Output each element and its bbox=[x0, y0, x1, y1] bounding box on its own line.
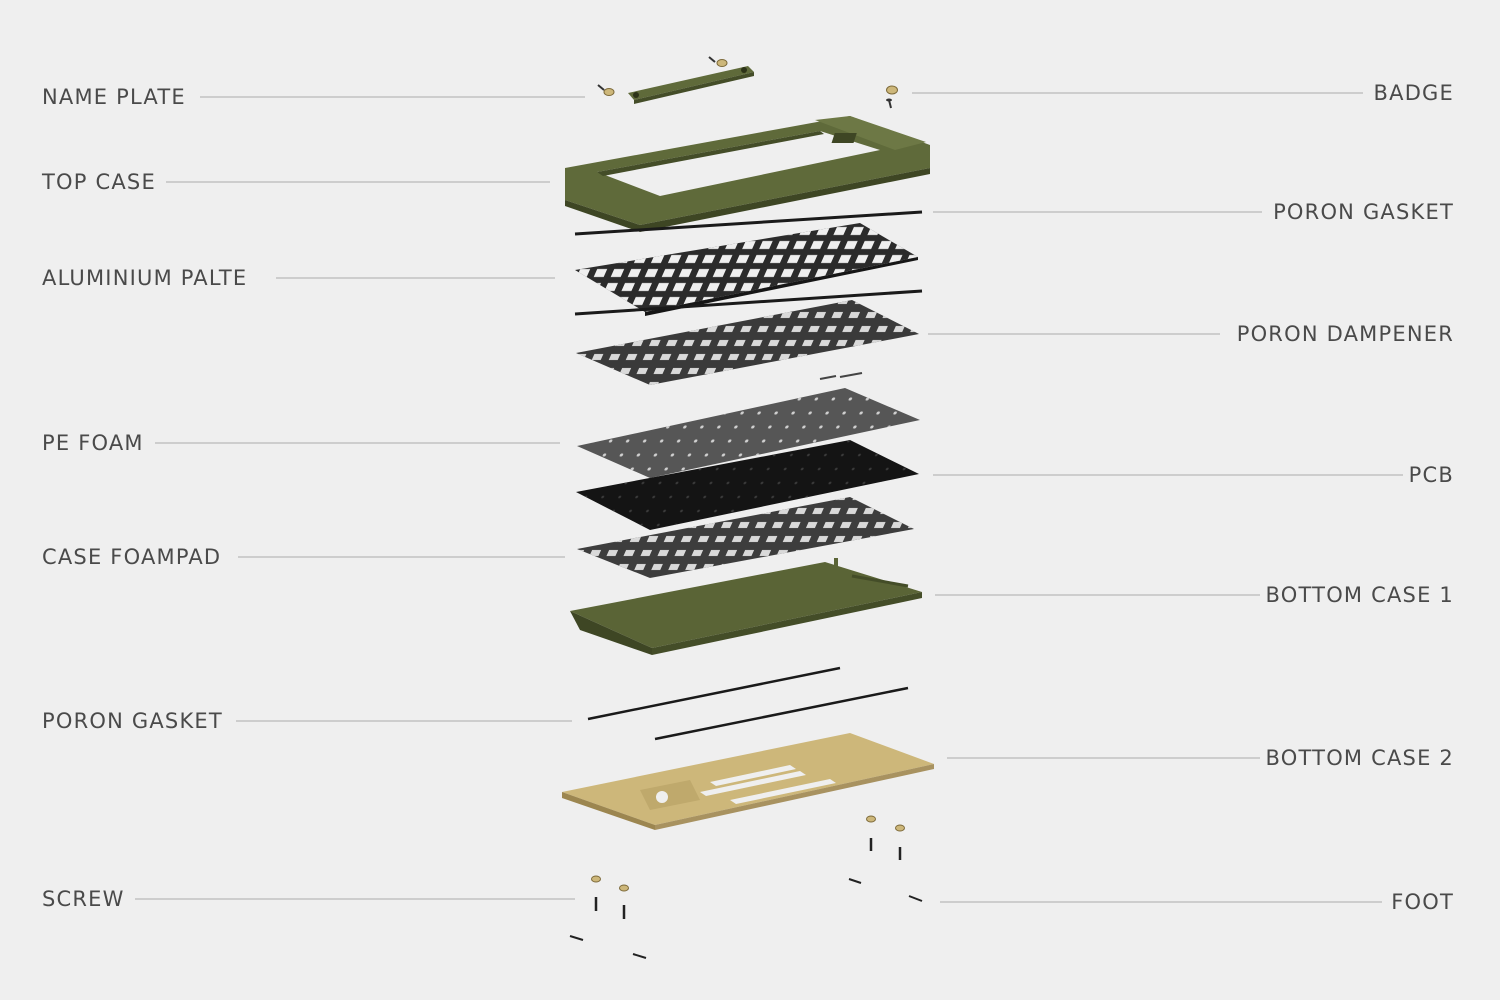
label-pe-foam: PE FOAM bbox=[42, 431, 144, 455]
feet bbox=[569, 878, 923, 959]
poron-gasket-strip bbox=[574, 289, 923, 316]
label-bottom-case-2: BOTTOM CASE 2 bbox=[1265, 746, 1454, 770]
bottom-case-2 bbox=[562, 733, 934, 830]
label-screw: SCREW bbox=[42, 887, 125, 911]
poron-gasket-lower-1 bbox=[587, 666, 841, 721]
label-pcb: PCB bbox=[1408, 463, 1454, 487]
aluminium-plate bbox=[575, 223, 918, 316]
leader-lines bbox=[135, 92, 1403, 903]
badge bbox=[886, 85, 898, 109]
label-top-case: TOP CASE bbox=[42, 170, 156, 194]
name-plate bbox=[597, 56, 754, 104]
case-foampad bbox=[577, 497, 914, 578]
label-badge: BADGE bbox=[1373, 81, 1454, 105]
bottom-case-1 bbox=[570, 558, 922, 655]
poron-dampener bbox=[576, 300, 919, 385]
top-case bbox=[565, 116, 930, 232]
label-poron-dampener: PORON DAMPENER bbox=[1236, 322, 1454, 346]
label-aluminium-plate: ALUMINIUM PALTE bbox=[42, 266, 248, 290]
pcb bbox=[576, 440, 919, 530]
label-poron-gasket-upper: PORON GASKET bbox=[1273, 200, 1454, 224]
label-case-foampad: CASE FOAMPAD bbox=[42, 545, 222, 569]
label-name-plate: NAME PLATE bbox=[42, 85, 186, 109]
poron-gasket-lower-2 bbox=[654, 686, 909, 741]
label-bottom-case-1: BOTTOM CASE 1 bbox=[1265, 583, 1454, 607]
label-foot: FOOT bbox=[1391, 890, 1454, 914]
label-poron-gasket-lower: PORON GASKET bbox=[42, 709, 223, 733]
poron-gasket-upper bbox=[574, 210, 923, 236]
screws bbox=[591, 815, 905, 919]
pe-foam bbox=[577, 372, 920, 478]
